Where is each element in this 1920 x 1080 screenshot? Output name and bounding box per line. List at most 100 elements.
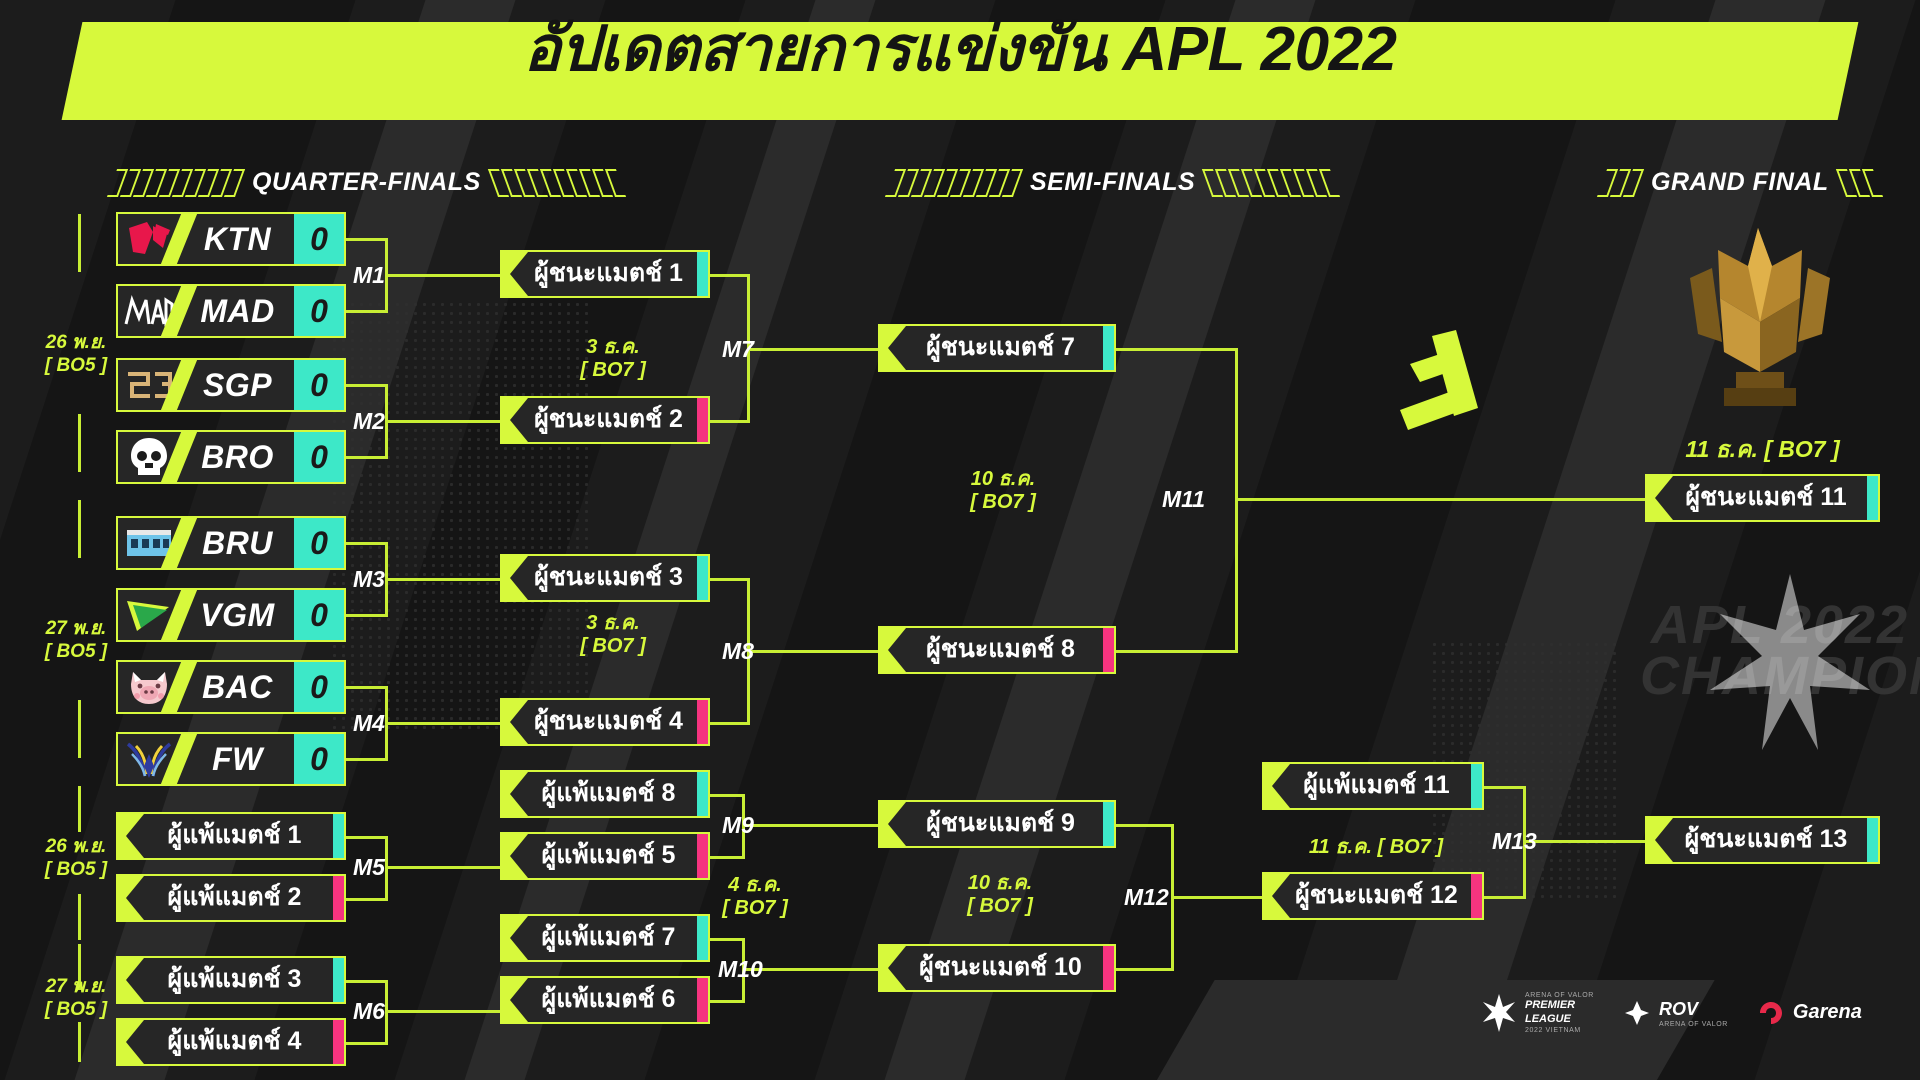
list-item[interactable]: ผู้แพ้แมตช์ 4 xyxy=(116,1018,346,1066)
arrow-icon xyxy=(502,772,528,816)
date-format: [ BO7 ] xyxy=(1764,436,1840,462)
slot-label: ผู้ชนะแมตช์ 4 xyxy=(534,706,683,735)
slot-label: ผู้ชนะแมตช์ 3 xyxy=(534,562,683,591)
date-format: [ BO5 ] xyxy=(44,354,108,376)
chevron-right-icon xyxy=(1596,168,1645,197)
date-rail-3 xyxy=(78,500,81,558)
apl-sub-top: ARENA OF VALOR xyxy=(1525,992,1594,999)
slot-accent xyxy=(1103,946,1114,990)
match-label-m3: M3 xyxy=(353,566,385,592)
team-score: 0 xyxy=(294,360,344,410)
arrow-icon xyxy=(502,916,528,960)
arrow-icon xyxy=(118,814,144,858)
round-header-grand-final: GRAND FINAL xyxy=(1596,168,1883,197)
rov-mark-icon xyxy=(1624,1000,1649,1025)
date-format: [ BO5 ] xyxy=(44,858,108,880)
date-text: 27 พ.ย. xyxy=(45,976,107,997)
date-group-1: 26 พ.ย. [ BO5 ] xyxy=(22,332,130,378)
slot-label: ผู้ชนะแมตช์ 10 xyxy=(919,952,1082,981)
slot-accent xyxy=(1103,802,1114,846)
list-item[interactable]: ผู้ชนะแมตช์ 13 xyxy=(1645,816,1880,864)
date-format: [ BO5 ] xyxy=(44,998,108,1020)
date-text: 3 ธ.ค. xyxy=(586,336,640,358)
list-item[interactable]: ผู้ชนะแมตช์ 4 xyxy=(500,698,710,746)
arrow-icon xyxy=(880,326,906,370)
table-row[interactable]: VGM 0 xyxy=(116,588,346,642)
team-abbr: KTN xyxy=(203,220,272,257)
decorative-swoosh xyxy=(1400,330,1478,430)
trophy-icon xyxy=(1690,228,1830,406)
slot-accent xyxy=(697,556,708,600)
match-label-m4: M4 xyxy=(353,710,385,736)
list-item[interactable]: ผู้แพ้แมตช์ 3 xyxy=(116,956,346,1004)
match-label-m13: M13 xyxy=(1492,828,1537,854)
slot-accent xyxy=(697,916,708,960)
list-item[interactable]: ผู้แพ้แมตช์ 8 xyxy=(500,770,710,818)
round-header-semi-finals: SEMI-FINALS xyxy=(884,168,1341,197)
match-date-m12: 10 ธ.ค. [ BO7 ] xyxy=(940,872,1060,918)
slot-label: ผู้ชนะแมตช์ 2 xyxy=(534,404,683,433)
team-score: 0 xyxy=(294,518,344,568)
table-row[interactable]: FW 0 xyxy=(116,732,346,786)
slot-label: ผู้แพ้แมตช์ 3 xyxy=(167,964,302,993)
slot-label: ผู้ชนะแมตช์ 8 xyxy=(926,634,1075,663)
date-text: 26 พ.ย. xyxy=(45,836,107,857)
list-item[interactable]: ผู้ชนะแมตช์ 7 xyxy=(878,324,1116,372)
list-item[interactable]: ผู้ชนะแมตช์ 2 xyxy=(500,396,710,444)
list-item[interactable]: ผู้ชนะแมตช์ 1 xyxy=(500,250,710,298)
date-group-2: 27 พ.ย. [ BO5 ] xyxy=(22,618,130,664)
date-format: [ BO7 ] xyxy=(970,491,1036,513)
arrow-icon xyxy=(502,398,528,442)
chevron-right-icon xyxy=(106,168,246,197)
slot-label: ผู้ชนะแมตช์ 11 xyxy=(1685,482,1847,511)
list-item[interactable]: ผู้ชนะแมตช์ 3 xyxy=(500,554,710,602)
slot-accent xyxy=(333,958,344,1002)
grand-final-date: 11 ธ.ค. [ BO7 ] xyxy=(1645,436,1880,462)
slot-accent xyxy=(1471,764,1482,808)
arrow-icon xyxy=(880,628,906,672)
match-label-m6: M6 xyxy=(353,998,385,1024)
list-item[interactable]: ผู้แพ้แมตช์ 11 xyxy=(1262,762,1484,810)
table-row[interactable]: BRO 0 xyxy=(116,430,346,484)
slot-accent xyxy=(1103,326,1114,370)
slot-label: ผู้ชนะแมตช์ 7 xyxy=(926,332,1075,361)
list-item[interactable]: ผู้แพ้แมตช์ 5 xyxy=(500,832,710,880)
chevron-left-icon xyxy=(487,168,626,197)
list-item[interactable]: ผู้ชนะแมตช์ 11 xyxy=(1645,474,1880,522)
arrow-icon xyxy=(118,958,144,1002)
team-abbr: FW xyxy=(212,740,263,777)
slot-accent xyxy=(1103,628,1114,672)
list-item[interactable]: ผู้ชนะแมตช์ 8 xyxy=(878,626,1116,674)
table-row[interactable]: BRU 0 xyxy=(116,516,346,570)
round-header-quarter-finals: QUARTER-FINALS xyxy=(106,168,626,197)
slot-accent xyxy=(697,834,708,878)
arrow-icon xyxy=(880,802,906,846)
list-item[interactable]: ผู้ชนะแมตช์ 12 xyxy=(1262,872,1484,920)
table-row[interactable]: KTN 0 xyxy=(116,212,346,266)
table-row[interactable]: BAC 0 xyxy=(116,660,346,714)
date-text: 10 ธ.ค. xyxy=(967,872,1033,894)
match-label-m11: M11 xyxy=(1162,486,1206,512)
table-row[interactable]: SGP 0 xyxy=(116,358,346,412)
round-label: GRAND FINAL xyxy=(1651,168,1829,196)
arrow-icon xyxy=(1264,874,1290,918)
match-date-m9-m10: 4 ธ.ค. [ BO7 ] xyxy=(700,874,810,920)
date-text: 26 พ.ย. xyxy=(45,332,107,353)
team-abbr: SGP xyxy=(202,366,273,403)
match-date-m8: 3 ธ.ค. [ BO7 ] xyxy=(548,612,678,658)
apl-line-2: LEAGUE xyxy=(1525,1012,1571,1025)
list-item[interactable]: ผู้ชนะแมตช์ 9 xyxy=(878,800,1116,848)
team-score: 0 xyxy=(294,432,344,482)
list-item[interactable]: ผู้แพ้แมตช์ 2 xyxy=(116,874,346,922)
list-item[interactable]: ผู้แพ้แมตช์ 7 xyxy=(500,914,710,962)
arrow-icon xyxy=(502,978,528,1022)
list-item[interactable]: ผู้แพ้แมตช์ 1 xyxy=(116,812,346,860)
team-score: 0 xyxy=(294,286,344,336)
match-date-m7: 3 ธ.ค. [ BO7 ] xyxy=(548,336,678,382)
slot-accent xyxy=(697,772,708,816)
list-item[interactable]: ผู้ชนะแมตช์ 10 xyxy=(878,944,1116,992)
list-item[interactable]: ผู้แพ้แมตช์ 6 xyxy=(500,976,710,1024)
slot-accent xyxy=(697,252,708,296)
table-row[interactable]: MAD 0 xyxy=(116,284,346,338)
arrow-icon xyxy=(502,556,528,600)
